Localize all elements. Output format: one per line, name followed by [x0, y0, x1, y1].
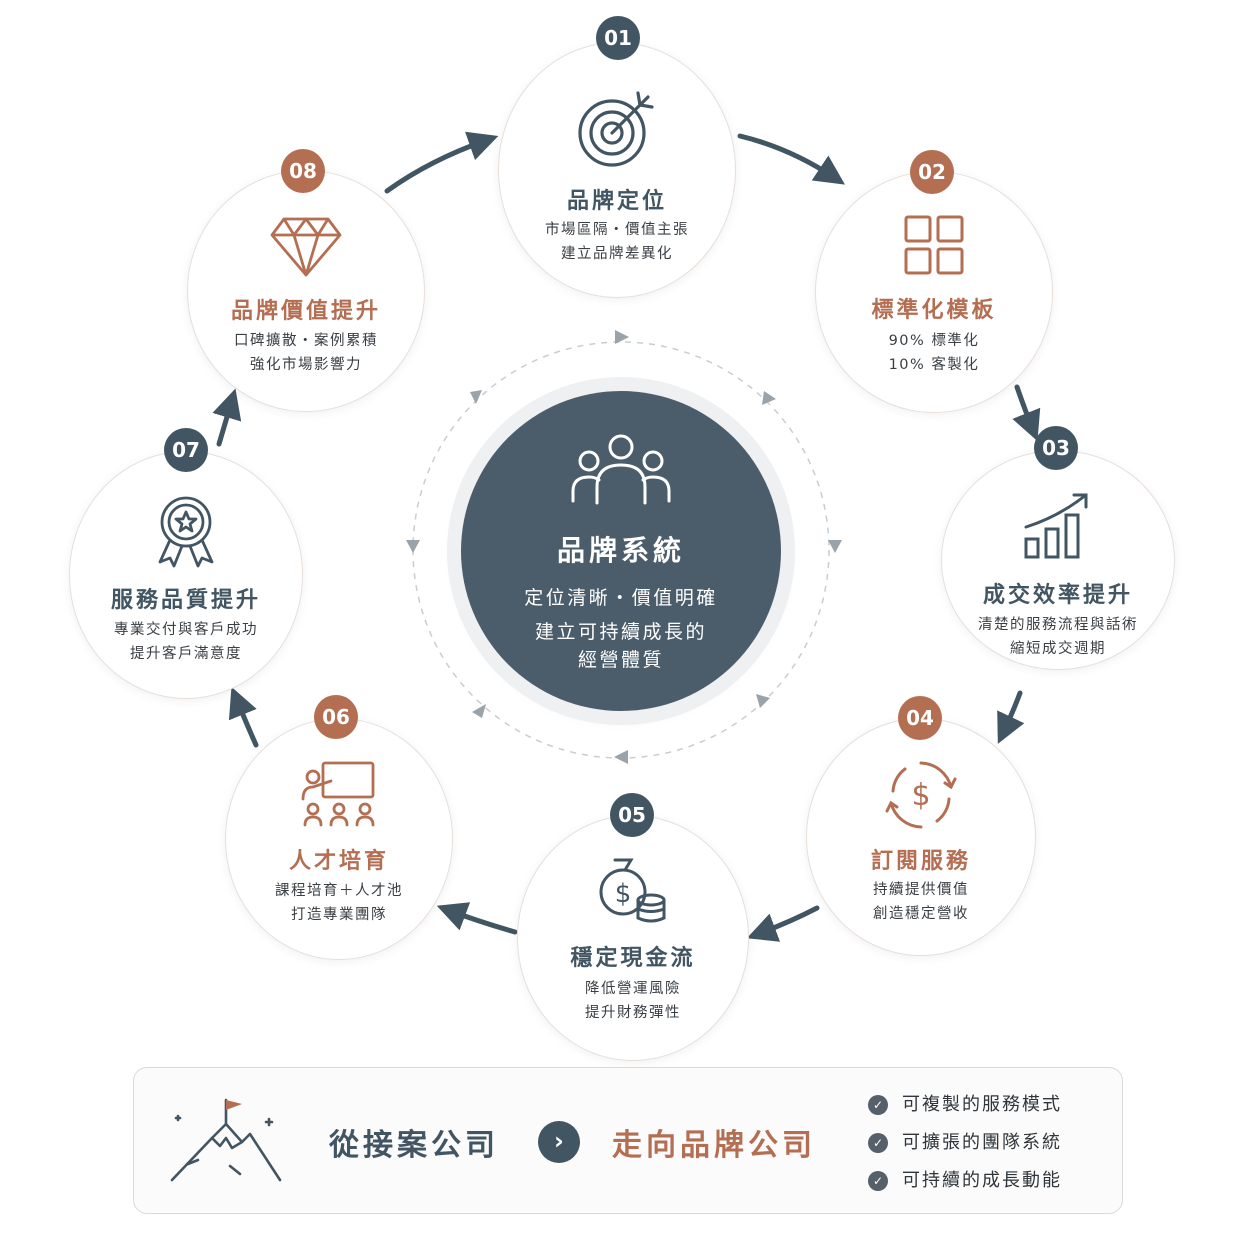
step-01-title: 品牌定位 [566, 189, 667, 214]
banner-from-label: 從接案公司 [329, 1128, 499, 1163]
step-03-sub-2: 縮短成交週期 [1010, 641, 1106, 657]
growth-chart-icon [1024, 493, 1088, 559]
step-04-sub-2: 創造穩定營收 [873, 906, 969, 922]
money-bag-coins-icon: $ [599, 858, 666, 923]
step-02-number: 02 [910, 150, 954, 194]
step-01-sub-1: 市場區隔・價值主張 [545, 222, 689, 238]
check-circle-icon: ✓ [868, 1171, 888, 1191]
step-05-sub-1: 降低營運風險 [585, 981, 681, 997]
mountain-flag-icon [170, 1098, 282, 1182]
core-title: 品牌系統 [556, 534, 685, 567]
step-05-title: 穩定現金流 [570, 946, 696, 971]
step-03-node: 成交效率提升 清楚的服務流程與話術 縮短成交週期 [941, 450, 1175, 670]
step-04-sub-1: 持續提供價值 [873, 882, 969, 898]
core-line-3: 經營體質 [577, 649, 664, 671]
step-05-node: $ 穩定現金流 降低營運風險 提升財務彈性 [517, 815, 749, 1061]
grid-template-icon [904, 215, 964, 275]
step-06-title: 人才培育 [288, 849, 389, 874]
step-01-number: 01 [596, 16, 640, 60]
step-08-title: 品牌價值提升 [230, 299, 381, 324]
step-04-title: 訂閱服務 [870, 849, 971, 874]
benefit-label: 可持續的成長動能 [902, 1170, 1062, 1191]
step-03-sub-1: 清楚的服務流程與話術 [978, 617, 1138, 633]
brand-system-core: 品牌系統 定位清晰・價值明確 建立可持續成長的 經營體質 [461, 391, 781, 711]
check-circle-icon: ✓ [868, 1095, 888, 1115]
step-03-number: 03 [1034, 426, 1078, 470]
core-line-2: 建立可持續成長的 [534, 621, 707, 643]
cycle-arrows [212, 131, 1041, 942]
step-08-number: 08 [281, 149, 325, 193]
step-05-sub-2: 提升財務彈性 [585, 1005, 681, 1021]
step-05-number: 05 [610, 793, 654, 837]
step-04-node: $ 訂閱服務 持續提供價值 創造穩定營收 [806, 718, 1036, 956]
step-06-number: 06 [314, 695, 358, 739]
benefit-label: 可複製的服務模式 [902, 1094, 1062, 1115]
transformation-banner: 從接案公司 › 走向品牌公司 ✓ 可複製的服務模式 ✓ 可擴張的團隊系統 ✓ 可… [133, 1067, 1123, 1214]
step-06-sub-1: 課程培育＋人才池 [275, 883, 403, 899]
banner-to-label: 走向品牌公司 [612, 1128, 816, 1163]
step-08-sub-1: 口碑擴散・案例累積 [234, 333, 378, 349]
check-circle-icon: ✓ [868, 1133, 888, 1153]
step-07-node: 服務品質提升 專業交付與客戶成功 提升客戶滿意度 [69, 451, 303, 699]
award-badge-icon [158, 496, 214, 568]
step-06-node: 人才培育 課程培育＋人才池 打造專業團隊 [225, 718, 453, 960]
inner-ring-arrowheads [406, 330, 842, 764]
step-02-title: 標準化模板 [871, 298, 997, 323]
step-01-node: 品牌定位 市場區隔・價值主張 建立品牌差異化 [498, 42, 736, 298]
step-07-number: 07 [164, 428, 208, 472]
people-group-icon [571, 434, 671, 505]
benefit-label: 可擴張的團隊系統 [902, 1132, 1062, 1153]
step-02-node: 標準化模板 90% 標準化 10% 客製化 [815, 171, 1053, 413]
step-08-node: 品牌價值提升 口碑擴散・案例累積 強化市場影響力 [187, 170, 425, 412]
step-06-sub-2: 打造專業團隊 [291, 907, 387, 923]
chevron-right-icon: › [538, 1121, 580, 1163]
step-07-sub-1: 專業交付與客戶成功 [114, 622, 258, 638]
step-07-sub-2: 提升客戶滿意度 [130, 646, 242, 662]
step-03-title: 成交效率提升 [982, 583, 1133, 608]
step-01-sub-2: 建立品牌差異化 [561, 246, 673, 262]
core-line-1: 定位清晰・價值明確 [524, 587, 718, 609]
step-08-sub-2: 強化市場影響力 [250, 357, 362, 373]
step-02-sub-1: 90% 標準化 [888, 333, 980, 349]
recurring-dollar-icon: $ [885, 761, 957, 829]
step-07-title: 服務品質提升 [110, 588, 261, 613]
step-02-sub-2: 10% 客製化 [888, 357, 980, 373]
diamond-icon [270, 217, 342, 277]
target-icon [578, 91, 654, 167]
svg-text:$: $ [911, 778, 930, 813]
step-04-number: 04 [898, 696, 942, 740]
training-presentation-icon [301, 761, 375, 827]
svg-text:$: $ [615, 879, 632, 909]
